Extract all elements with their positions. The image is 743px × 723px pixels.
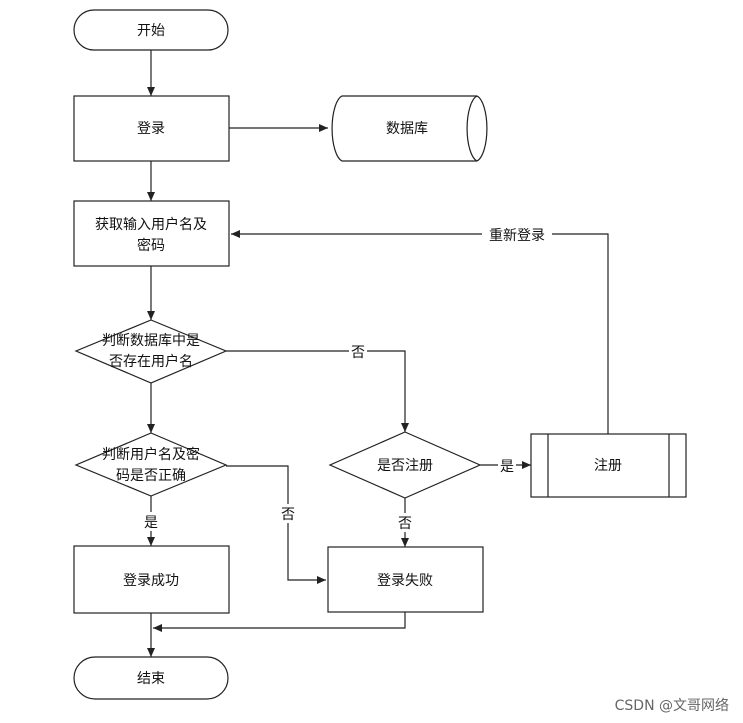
edges xyxy=(147,50,609,657)
watermark: CSDN @文哥网络 xyxy=(614,698,729,714)
node-login-success: 登录成功 xyxy=(73,545,230,614)
node-get-input: 获取输入用户名及 密码 xyxy=(73,200,230,267)
edge-labels: 重新登录 否 是 否 是 否 xyxy=(142,225,552,532)
edge-label-pwd-no: 否 xyxy=(281,507,295,523)
edge-checkuser-registered xyxy=(226,350,409,432)
node-get-input-label-2: 密码 xyxy=(137,237,165,254)
edge-label-pwd-yes: 是 xyxy=(144,515,158,531)
node-end: 结束 xyxy=(73,656,229,700)
edge-register-relogin xyxy=(231,230,609,434)
node-login-fail-label: 登录失败 xyxy=(377,573,433,589)
node-check-pwd-label-2: 码是否正确 xyxy=(116,468,186,484)
node-database: 数据库 xyxy=(331,95,488,162)
edge-label-user-no: 否 xyxy=(351,345,365,361)
edge-label-relogin: 重新登录 xyxy=(489,228,545,244)
node-registered-label: 是否注册 xyxy=(377,458,433,474)
node-check-pwd-label-1: 判断用户名及密 xyxy=(102,446,200,463)
node-login-label: 登录 xyxy=(137,121,165,137)
node-login: 登录 xyxy=(73,95,230,162)
edge-fail-merge xyxy=(153,612,406,632)
node-start-label: 开始 xyxy=(137,23,165,39)
node-check-user: 判断数据库中是 否存在用户名 xyxy=(74,319,228,384)
node-check-user-label-1: 判断数据库中是 xyxy=(102,333,200,349)
node-start: 开始 xyxy=(73,9,229,51)
node-register-label: 注册 xyxy=(594,458,622,474)
edge-checkpwd-fail xyxy=(226,465,326,584)
edge-label-reg-yes: 是 xyxy=(500,459,514,475)
node-register: 注册 xyxy=(530,433,687,498)
node-check-pwd: 判断用户名及密 码是否正确 xyxy=(74,432,228,497)
node-end-label: 结束 xyxy=(137,671,165,687)
edge-label-reg-no: 否 xyxy=(398,516,412,532)
node-registered: 是否注册 xyxy=(328,431,482,499)
node-login-fail: 登录失败 xyxy=(327,546,484,613)
node-login-success-label: 登录成功 xyxy=(123,573,179,589)
node-check-user-label-2: 否存在用户名 xyxy=(109,353,193,370)
node-database-label: 数据库 xyxy=(386,121,428,137)
node-get-input-label-1: 获取输入用户名及 xyxy=(95,216,207,233)
